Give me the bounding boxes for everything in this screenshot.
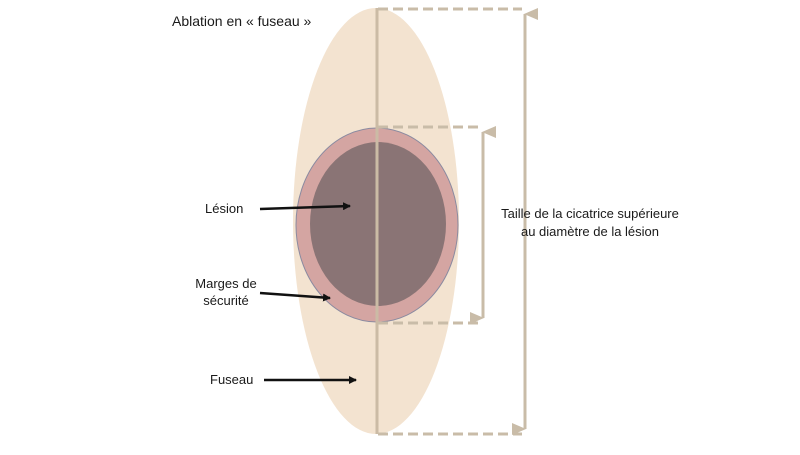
margin-label: Marges de sécurité	[185, 275, 267, 309]
scar-size-label-line1: Taille de la cicatrice supérieure	[501, 206, 679, 221]
scar-size-label-line2: au diamètre de la lésion	[520, 224, 660, 239]
scar-size-label: Taille de la cicatrice supérieure au dia…	[490, 205, 690, 241]
fuseau-label: Fuseau	[210, 372, 254, 387]
lesion-pointer-arrow	[259, 202, 351, 211]
margin-label-line2: sécurité	[203, 293, 249, 308]
diagram-title: Ablation en « fuseau »	[172, 13, 312, 29]
margin-label-line1: Marges de	[195, 276, 257, 291]
lesion-label: Lésion	[205, 201, 244, 216]
margin-pointer-arrow	[259, 291, 331, 302]
